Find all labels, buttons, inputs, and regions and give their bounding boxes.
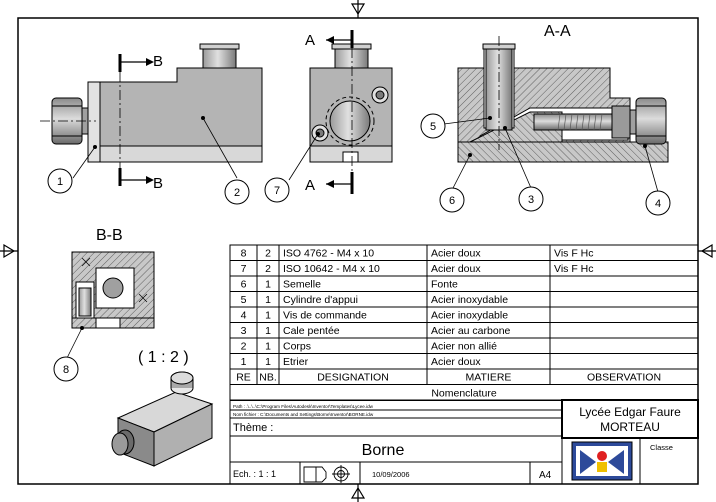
table-cell: ISO 10642 - M4 x 10 (283, 263, 380, 275)
balloon-circle (264, 177, 290, 203)
balloon-label: 5 (430, 121, 436, 133)
section-bb-view (65, 251, 155, 361)
table-cell: Acier inoxydable (431, 310, 508, 322)
balloon-circle (420, 113, 446, 139)
table-cell: ISO 4762 - M4 x 10 (283, 248, 374, 260)
balloon-label: 4 (655, 198, 661, 210)
table-cell: Acier doux (431, 356, 481, 368)
section-bb-title: B-B (96, 227, 123, 244)
table-cell: 1 (241, 356, 247, 368)
table-cell: 1 (265, 310, 271, 322)
table-cell: 1 (265, 294, 271, 306)
balloon-circle (224, 179, 250, 205)
table-cell: 1 (265, 279, 271, 291)
school-name: Lycée Edgar Faure (579, 405, 681, 419)
table-cell: 1 (265, 356, 271, 368)
path-line-2: Nom fichier : C:\Documents and Settings\… (233, 412, 374, 417)
table-cell: 2 (265, 248, 271, 260)
cut-a-bottom-label: A (305, 177, 315, 194)
balloon-label: 3 (528, 194, 534, 206)
table-cell: 3 (241, 325, 247, 337)
path-line-1: Path : .\..\..\C:\Program Files\Autodesk… (233, 404, 374, 409)
table-cell: Corps (283, 341, 311, 353)
table-cell: Acier inoxydable (431, 294, 508, 306)
table-cell: Acier non allié (431, 341, 497, 353)
cut-b-top-label: B (153, 53, 163, 70)
table-cell: 5 (241, 294, 247, 306)
table-cell: Vis F Hc (554, 263, 593, 275)
school-city: MORTEAU (600, 420, 660, 434)
side-view (288, 30, 393, 194)
table-cell: Acier doux (431, 263, 481, 275)
balloon-label: 2 (234, 187, 240, 199)
table-header: OBSERVATION (587, 372, 661, 384)
table-cell: 2 (241, 341, 247, 353)
date-label: 10/09/2006 (372, 470, 410, 479)
table-cell: Semelle (283, 279, 321, 291)
table-cell: 4 (241, 310, 247, 322)
table-header: MATIERE (466, 372, 512, 384)
balloon-label: 8 (63, 364, 69, 376)
projection-symbol (303, 465, 350, 483)
balloon-circle (439, 187, 465, 213)
cut-b-bottom-label: B (153, 175, 163, 192)
table-cell: 8 (241, 248, 247, 260)
balloon-layer: 1 2 7 5 6 3 4 8 (47, 113, 671, 382)
table-cell: Vis de commande (283, 310, 367, 322)
balloon-label: 1 (57, 176, 63, 188)
table-header: NB. (259, 372, 277, 384)
title-block (229, 399, 699, 485)
balloon-label: 7 (274, 185, 280, 197)
table-cell: 1 (265, 325, 271, 337)
section-aa-view (443, 36, 669, 193)
isometric-view (111, 371, 214, 467)
cut-a-top-label: A (305, 32, 315, 49)
table-cell: 6 (241, 279, 247, 291)
table-caption: Nomenclature (431, 388, 497, 400)
scale-label: Ech. : 1 : 1 (233, 469, 276, 479)
table-cell: 1 (265, 341, 271, 353)
table-cell: Vis F Hc (554, 248, 593, 260)
balloon-circle (53, 356, 79, 382)
balloon-label: 6 (449, 195, 455, 207)
balloon-circle (47, 168, 73, 194)
school-logo (571, 441, 633, 481)
format-label: A4 (539, 470, 552, 481)
balloon-circle (518, 186, 544, 212)
table-cell: Etrier (283, 356, 309, 368)
balloon-circle (645, 190, 671, 216)
table-cell: Fonte (431, 279, 458, 291)
table-cell: 7 (241, 263, 247, 275)
iso-scale-label: ( 1 : 2 ) (138, 349, 189, 366)
table-cell: Acier au carbone (431, 325, 511, 337)
drawing-title: Borne (362, 442, 405, 459)
front-view (40, 43, 263, 186)
theme-label: Thème : (233, 422, 273, 434)
table-header: RE (236, 372, 251, 384)
table-header: DESIGNATION (317, 372, 389, 384)
table-cell: Cale pentée (283, 325, 340, 337)
section-aa-title: A-A (544, 23, 571, 40)
table-cell: Acier doux (431, 248, 481, 260)
table-cell: 2 (265, 263, 271, 275)
table-cell: Cylindre d'appui (283, 294, 358, 306)
class-label: Classe (650, 443, 673, 452)
